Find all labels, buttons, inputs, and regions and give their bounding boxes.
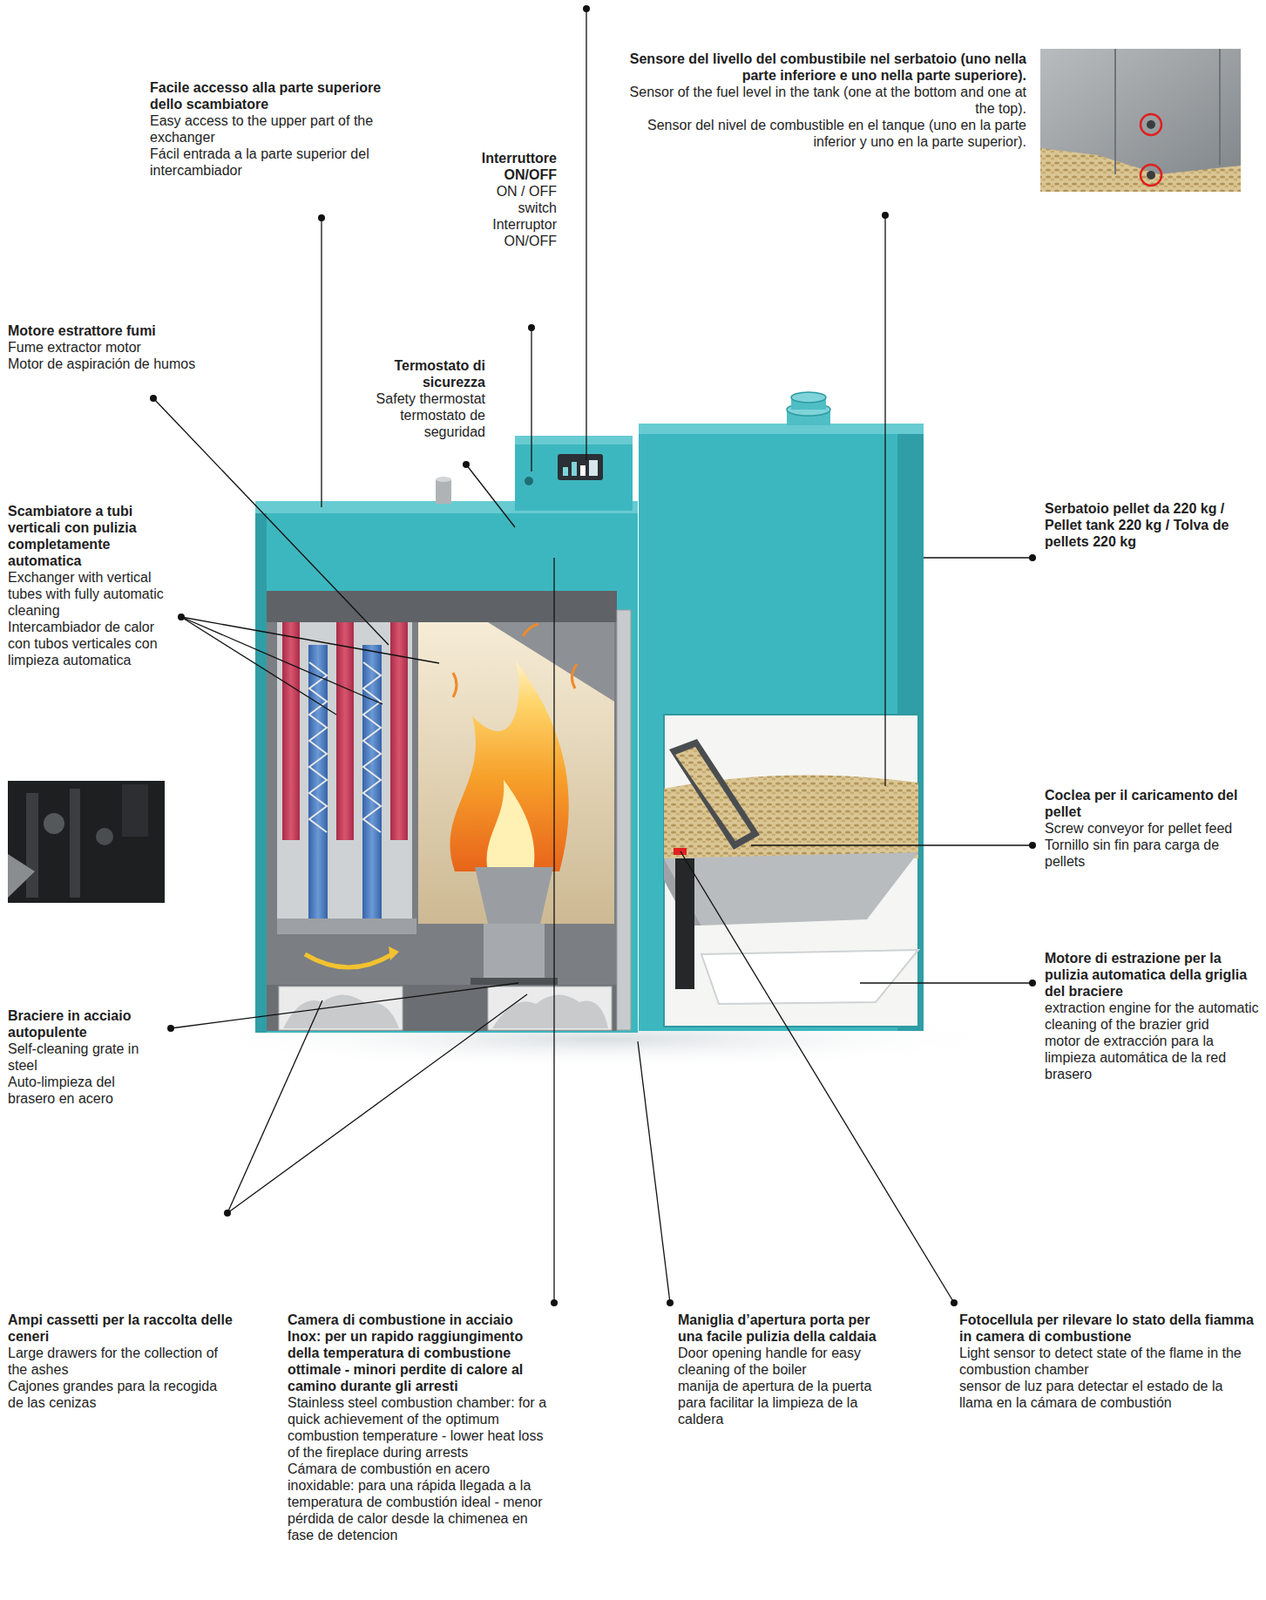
callout-label: Interruptor ON/OFF [460,216,557,250]
callout-title: Ampi cassetti per la raccolta delle cene… [7,1311,237,1345]
callout-label: extraction engine for the automatic clea… [1044,999,1260,1033]
callout-label: Light sensor to detect state of the flam… [959,1344,1260,1378]
callout-label: Tornillo sin fin para carga de pellets [1044,836,1260,870]
callout-label: Cajones grandes para la recogida de las … [7,1377,237,1411]
callout-group: Motore estrattore fumiFume extractor mot… [7,322,270,373]
callout-label: Sensor del nivel de combustible en el ta… [625,116,1027,150]
callout-group: Motore di estrazione per la pulizia auto… [1044,949,1260,1083]
callout-group: Coclea per il caricamento del pelletScre… [1044,786,1260,870]
callout-group: Scambiatore a tubi verticali con pulizia… [7,502,165,669]
callout-label: sensor de luz para detectar el estado de… [959,1377,1260,1411]
callout-title: Termostato di sicurezza [335,357,486,391]
callout-label: motor de extracción para la limpieza aut… [1044,1032,1260,1083]
callout-label: manija de apertura de la puerta para fac… [677,1377,887,1428]
callout-title: Scambiatore a tubi verticali con pulizia… [7,502,165,569]
callout-title: Fotocellula per rilevare lo stato della … [959,1311,1260,1345]
callout-label: Screw conveyor for pellet feed [1044,819,1260,837]
callout-title: Motore di estrazione per la pulizia auto… [1044,949,1260,1000]
callout-title: Coclea per il caricamento del pellet [1044,786,1260,820]
callout-label: ON / OFF switch [460,182,557,217]
callout-group: Ampi cassetti per la raccolta delle cene… [7,1311,237,1411]
callout-label: Cámara de combustión en acero inoxidable… [287,1460,549,1544]
callout-label: Door opening handle for easy cleaning of… [677,1344,887,1378]
callout-label: Easy access to the upper part of the exc… [149,112,403,146]
callout-label: Fácil entrada a la parte superior del in… [149,145,403,179]
callout-group: Camera di combustione in acciaio Inox: p… [287,1311,549,1544]
callout-title: Camera di combustione in acciaio Inox: p… [287,1311,549,1395]
callout-title: Braciere in acciaio autopulente [7,1007,158,1041]
callout-label: Self-cleaning grate in steel [7,1040,158,1074]
callout-label: Safety thermostat [335,390,486,407]
callout-group: Braciere in acciaio autopulenteSelf-clea… [7,1007,158,1107]
callout-label: Large drawers for the collection of the … [7,1344,237,1378]
callout-title: Sensore del livello del combustibile nel… [625,50,1027,84]
callout-title: Interruttore ON/OFF [460,149,557,183]
callout-title: Serbatoio pellet da 220 kg / Pellet tank… [1044,500,1260,550]
callout-label: Motor de aspiración de humos [7,355,270,373]
callout-group: Serbatoio pellet da 220 kg / Pellet tank… [1044,500,1260,550]
callout-group: Maniglia d’apertura porta per una facile… [677,1311,887,1428]
callout-title: Motore estrattore fumi [7,322,270,339]
callout-label: Stainless steel combustion chamber: for … [287,1394,549,1461]
callout-label: Auto-limpieza del brasero en acero [7,1073,158,1107]
callout-label: Exchanger with vertical tubes with fully… [7,568,165,619]
callout-group: Facile accesso alla parte superiore dell… [149,79,403,179]
callout-group: Termostato di sicurezzaSafety thermostat… [335,357,486,441]
callout-title: Facile accesso alla parte superiore dell… [149,79,403,113]
callout-label: Fume extractor motor [7,338,270,356]
callout-group: Fotocellula per rilevare lo stato della … [959,1311,1260,1411]
callout-label: termostato de seguridad [335,406,486,441]
callout-group: Interruttore ON/OFFON / OFF switchInterr… [460,149,557,250]
callout-label: Sensor of the fuel level in the tank (on… [625,83,1027,117]
callout-label: Intercambiador de calor con tubos vertic… [7,618,165,669]
callout-group: Sensore del livello del combustibile nel… [625,50,1027,150]
callout-title: Maniglia d’apertura porta per una facile… [677,1311,887,1345]
